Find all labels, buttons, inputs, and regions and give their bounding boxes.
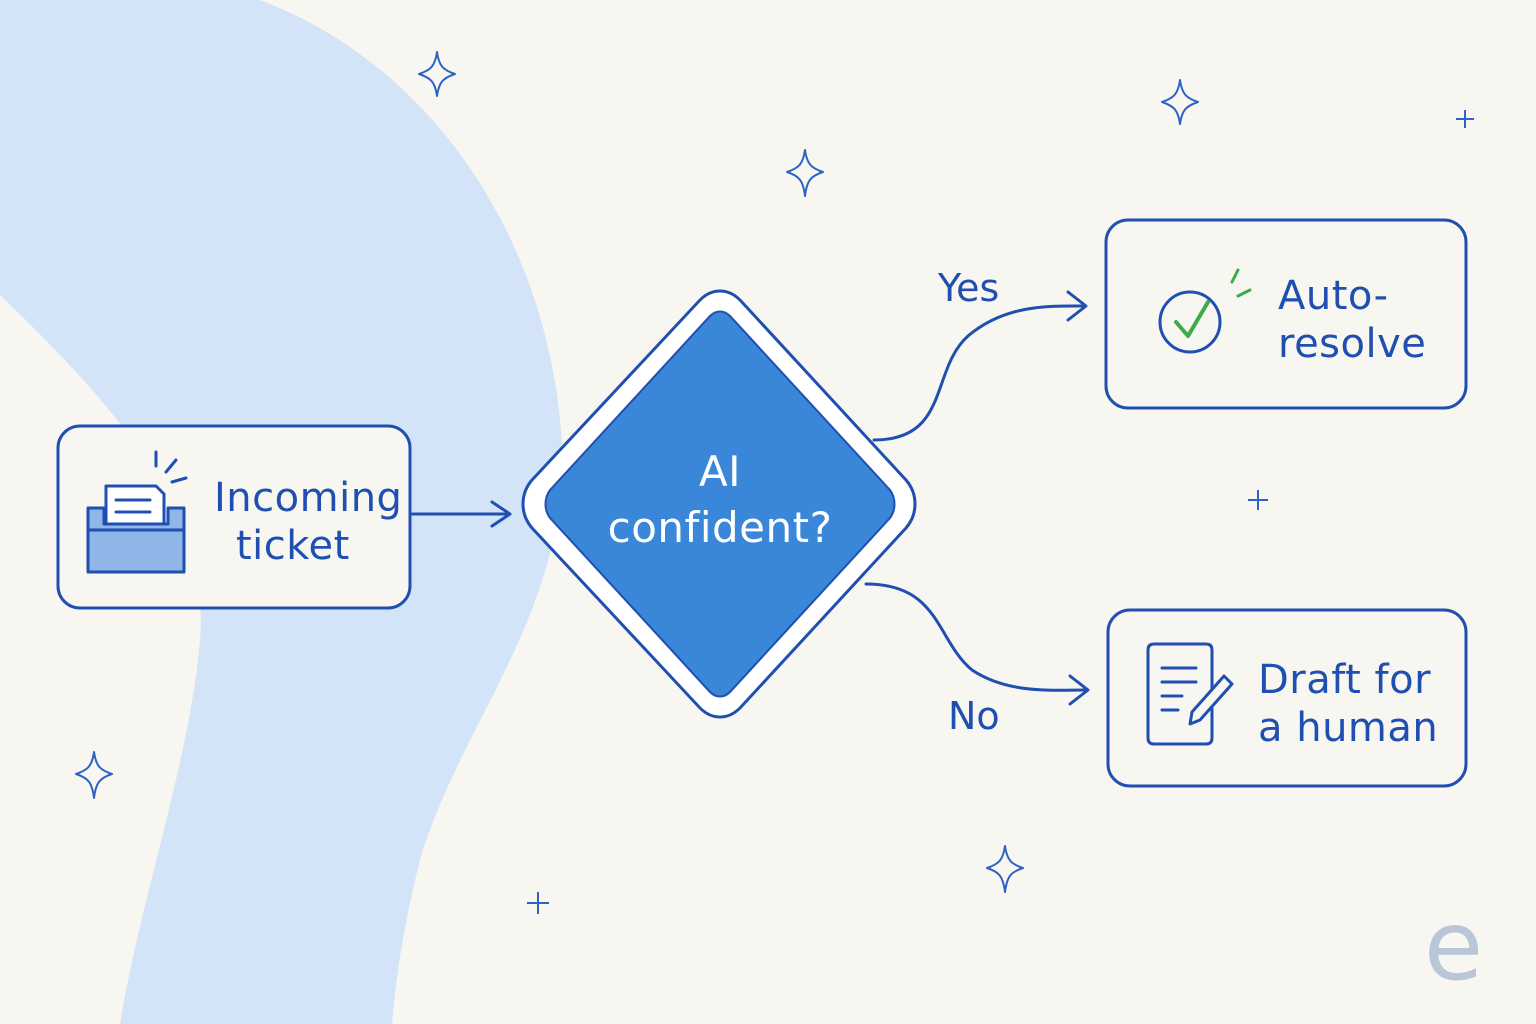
yes-branch-label: Yes — [938, 266, 1000, 310]
draft-for-human-box — [1106, 608, 1468, 788]
sparkle-plus-icon — [1248, 490, 1268, 510]
arrowhead-icon — [1068, 674, 1090, 706]
no-branch-label: No — [948, 694, 1000, 738]
draft-line-1: Draft for — [1258, 657, 1432, 703]
sparkle-icon — [986, 845, 1024, 893]
sparkle-icon — [75, 751, 113, 799]
decision-line-2: confident? — [607, 503, 833, 552]
connector-yes — [872, 304, 1086, 442]
document-pencil-icon — [1146, 642, 1234, 746]
sparkle-icon — [1161, 79, 1199, 125]
auto-resolve-box — [1104, 218, 1468, 410]
brand-logo: e — [1424, 890, 1484, 1002]
auto-resolve-label: Auto- resolve — [1278, 272, 1426, 368]
arrowhead-icon — [1066, 290, 1088, 322]
incoming-ticket-label: Incoming ticket — [214, 474, 402, 570]
decision-diamond — [544, 310, 896, 698]
sparkle-plus-icon — [1456, 110, 1474, 128]
arrowhead-icon — [490, 500, 512, 528]
resolve-line-2: resolve — [1278, 321, 1427, 367]
draft-for-human-label: Draft for a human — [1258, 656, 1438, 752]
resolve-line-1: Auto- — [1278, 273, 1389, 319]
sparkle-plus-icon — [527, 892, 549, 914]
sparkle-icon — [418, 51, 456, 97]
draft-line-2: a human — [1258, 705, 1439, 751]
inbox-tray-icon — [86, 450, 188, 574]
decision-line-1: AI — [698, 447, 742, 496]
connector-no — [864, 582, 1088, 692]
decision-label: AI confident? — [560, 444, 880, 556]
sparkle-icon — [786, 149, 824, 197]
incoming-line-2: ticket — [236, 523, 350, 569]
check-circle-icon — [1158, 268, 1252, 354]
incoming-line-1: Incoming — [214, 475, 403, 521]
